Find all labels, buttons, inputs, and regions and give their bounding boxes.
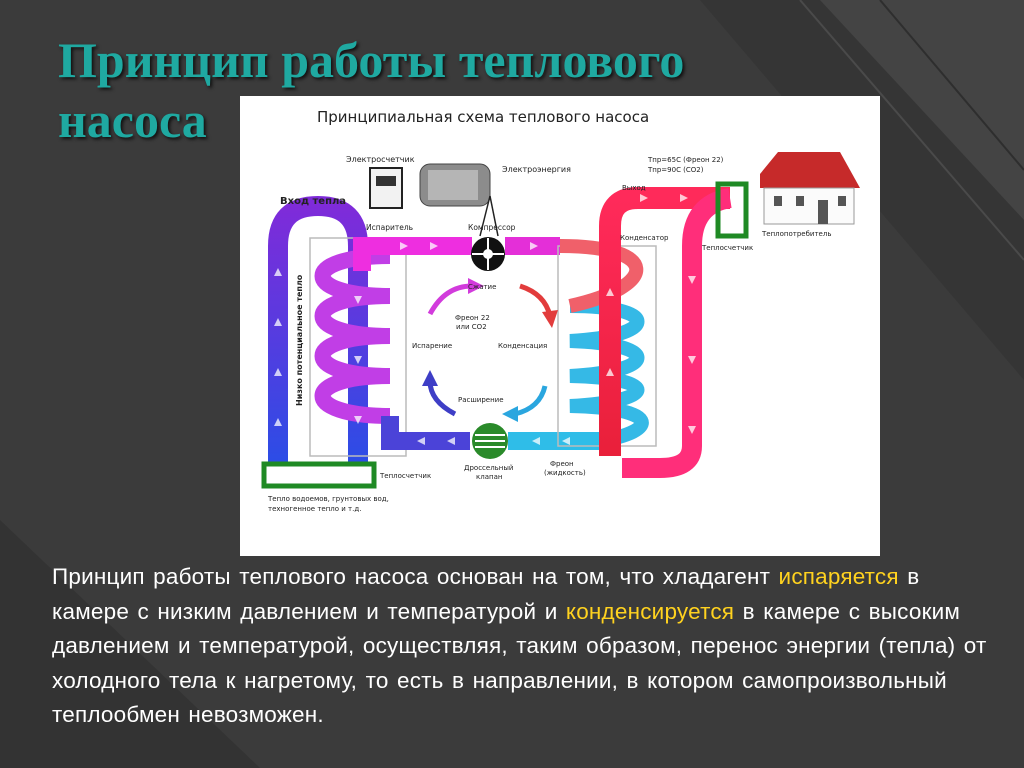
slide-title: Принцип работы теплового насоса bbox=[58, 32, 685, 148]
body-part-1: Принцип работы теплового насоса основан … bbox=[52, 564, 771, 589]
label-throttle-2: клапан bbox=[476, 473, 502, 481]
label-sources-2: техногенное тепло и т.д. bbox=[268, 505, 361, 513]
label-freon-liquid-1: Фреон bbox=[550, 460, 574, 468]
electric-meter-icon bbox=[369, 167, 403, 209]
label-heat-meter-left: Теплосчетчик bbox=[379, 472, 431, 480]
label-condenser: Конденсатор bbox=[620, 234, 669, 242]
flow-markers bbox=[274, 194, 696, 445]
heat-pump-diagram: Принципиальная схема теплового насоса bbox=[240, 96, 880, 556]
body-part-3: в камере с высоким давлением и температу… bbox=[52, 598, 987, 728]
return-hot-pipe bbox=[622, 188, 733, 478]
source-loop-pipe bbox=[268, 195, 368, 466]
label-condensation: Конденсация bbox=[498, 342, 547, 350]
diagram-title: Принципиальная схема теплового насоса bbox=[317, 108, 649, 126]
body-part-2: в камере с низким давлением и температур… bbox=[52, 564, 920, 624]
house-icon bbox=[760, 152, 860, 188]
label-sources-1: Тепло водоемов, грунтовых вод, bbox=[267, 495, 389, 503]
heat-meter-left bbox=[261, 461, 377, 489]
label-compression: Сжатие bbox=[468, 283, 496, 291]
body-paragraph: Принцип работы теплового насоса основан … bbox=[52, 560, 1002, 733]
cycle-arrow-condensation bbox=[519, 283, 553, 317]
highlight-evaporates: испаряется bbox=[778, 564, 899, 589]
label-freon-2: или СО2 bbox=[456, 323, 487, 331]
label-expansion: Расширение bbox=[458, 396, 504, 404]
label-low-potential-heat: Низко потенциальное тепло bbox=[295, 274, 304, 406]
label-heat-meter-right: Теплосчетчик bbox=[701, 244, 753, 252]
label-freon-liquid-2: (жидкость) bbox=[544, 469, 586, 477]
label-temps-1: Тпр=65С (Фреон 22) bbox=[647, 156, 724, 164]
label-heat-consumer: Теплопотребитель bbox=[761, 230, 831, 238]
evaporator-coil bbox=[314, 248, 391, 424]
label-temps-2: Тпр=90С (СО2) bbox=[647, 166, 704, 174]
heat-meter-right bbox=[715, 181, 749, 239]
condenser-coil-hot bbox=[559, 239, 644, 313]
label-freon-1: Фреон 22 bbox=[455, 314, 490, 322]
cycle-arrow-compression bbox=[427, 283, 473, 316]
cycle-arrow-expansion bbox=[514, 385, 548, 417]
label-output: Выход bbox=[622, 184, 646, 192]
diagram-canvas: Принципиальная схема теплового насоса bbox=[261, 108, 860, 513]
label-compressor: Компрессор bbox=[468, 223, 516, 232]
highlight-condenses: конденсируется bbox=[565, 598, 735, 624]
label-electricity: Электроэнергия bbox=[502, 165, 571, 174]
label-evaporator: Испаритель bbox=[366, 223, 413, 232]
condenser-coil bbox=[569, 299, 649, 448]
label-throttle-1: Дроссельный bbox=[464, 464, 513, 472]
label-meter: Электросчетчик bbox=[346, 155, 415, 164]
label-evaporation: Испарение bbox=[412, 342, 452, 350]
supply-pipe bbox=[599, 187, 730, 456]
label-heat-input: Вход тепла bbox=[280, 196, 346, 207]
return-pipe bbox=[381, 416, 470, 450]
